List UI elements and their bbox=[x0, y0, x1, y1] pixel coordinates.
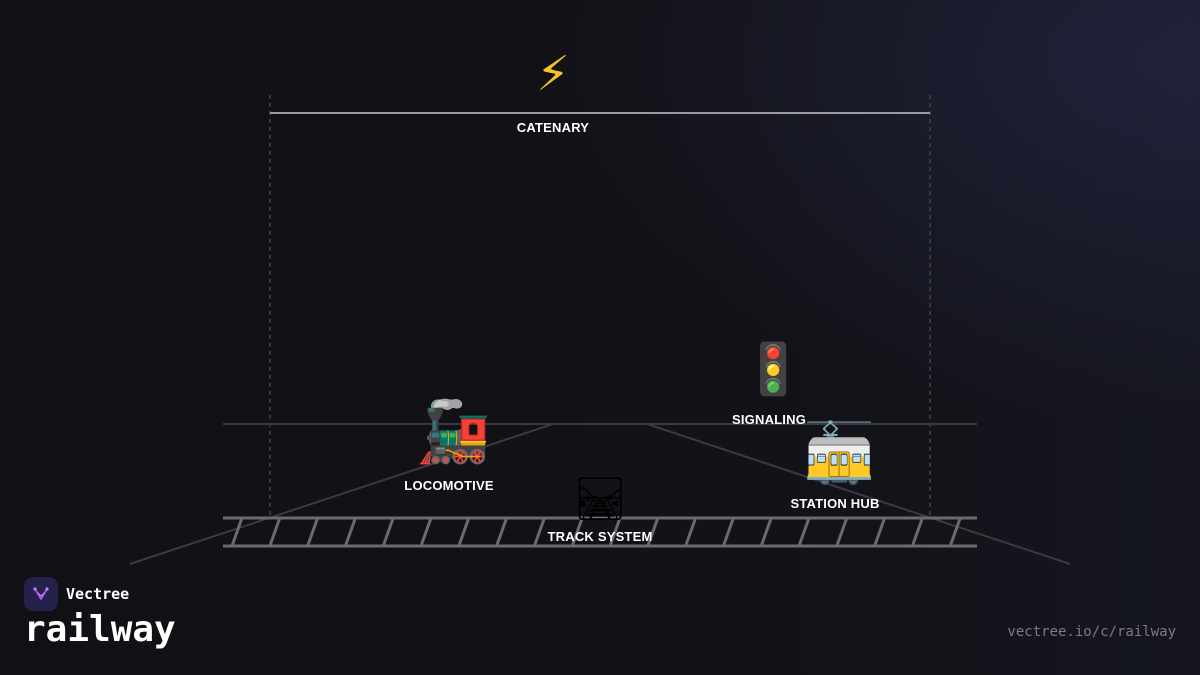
rail-tie bbox=[835, 517, 849, 547]
steam-locomotive-icon: 🚂 bbox=[416, 397, 491, 467]
rail-tie bbox=[570, 517, 584, 547]
rail-tie bbox=[343, 517, 357, 547]
page-title: railway bbox=[24, 609, 176, 650]
rail-tie bbox=[684, 517, 698, 547]
rail-tie bbox=[457, 517, 471, 547]
rail-ties bbox=[230, 517, 962, 547]
locomotive-label: LOCOMOTIVE bbox=[404, 478, 494, 493]
rail-tie bbox=[759, 517, 773, 547]
traffic-light-icon: 🚦 bbox=[742, 340, 805, 398]
rail-tie bbox=[797, 517, 811, 547]
brand-name: Vectree bbox=[66, 585, 130, 603]
perspective-line-left bbox=[129, 423, 554, 565]
brand: Vectree bbox=[24, 577, 129, 611]
station-hub-label: STATION HUB bbox=[790, 496, 880, 511]
perspective-line-right bbox=[646, 423, 1071, 565]
rail-tie bbox=[646, 517, 660, 547]
rail-tie bbox=[873, 517, 887, 547]
signaling-label: SIGNALING bbox=[731, 412, 807, 427]
rail-tie bbox=[306, 517, 320, 547]
rail-tie bbox=[495, 517, 509, 547]
vectree-logo-icon bbox=[24, 577, 58, 611]
track-system-label: TRACK SYSTEM bbox=[547, 529, 653, 544]
lightning-icon: ⚡ bbox=[536, 46, 570, 102]
rail-tie bbox=[268, 517, 282, 547]
rail-tie bbox=[721, 517, 735, 547]
rail-tie bbox=[381, 517, 395, 547]
rail-tie bbox=[948, 517, 962, 547]
tram-icon: 🚋 bbox=[803, 419, 876, 487]
rail-tie bbox=[419, 517, 433, 547]
rail-tie bbox=[230, 517, 244, 547]
rail-tie bbox=[532, 517, 546, 547]
catenary-label: CATENARY bbox=[516, 120, 590, 135]
footer-url-link[interactable]: vectree.io/c/railway bbox=[1007, 624, 1176, 640]
rail-tie bbox=[608, 517, 622, 547]
rail-tie bbox=[910, 517, 924, 547]
railway-track-icon: 🛤 bbox=[573, 474, 627, 523]
